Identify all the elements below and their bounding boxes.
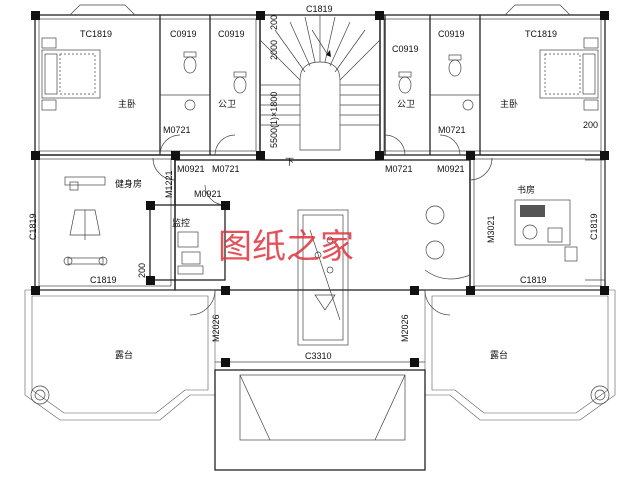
label-c3310: C3310 xyxy=(305,351,332,361)
label-stair-down: 下 xyxy=(285,157,294,167)
gym-equipment xyxy=(63,176,108,266)
door-swings xyxy=(152,134,493,316)
label-c0919-1: C0919 xyxy=(170,29,197,39)
room-monitor: 监控 xyxy=(172,217,190,229)
room-terrace-right: 露台 xyxy=(490,349,508,361)
label-m1221: M1221 xyxy=(164,170,174,198)
room-master-left: 主卧 xyxy=(118,98,136,110)
room-bath-right: 公卫 xyxy=(397,99,415,110)
study-desk xyxy=(514,199,578,262)
columns xyxy=(31,11,609,367)
room-labels: 主卧 主卧 公卫 公卫 健身房 监控 书房 露台 露台 xyxy=(115,98,535,361)
room-study: 书房 xyxy=(517,184,535,196)
label-m3021: M3021 xyxy=(486,215,496,243)
label-c0919-2: C0919 xyxy=(218,29,245,39)
label-m0921-3: M0921 xyxy=(194,189,222,199)
label-c1819-bottom-left: C1819 xyxy=(90,275,117,285)
room-bath-left: 公卫 xyxy=(218,99,236,110)
bed-right xyxy=(539,37,599,111)
label-m0721-1: M0721 xyxy=(163,125,191,135)
room-gym: 健身房 xyxy=(115,178,142,190)
label-m2026-left: M2026 xyxy=(211,314,221,342)
partitions xyxy=(149,15,481,281)
label-dim-200-top: 200 xyxy=(269,15,279,30)
label-c0919-4: C0919 xyxy=(438,29,465,39)
label-dim-200-right: 200 xyxy=(583,120,598,130)
stair-core xyxy=(259,15,381,151)
label-c1819-right-v: C1819 xyxy=(589,213,599,240)
label-m0721-2: M0721 xyxy=(212,164,240,174)
bay-windows xyxy=(69,4,606,281)
label-m0721-4: M0721 xyxy=(438,125,466,135)
label-m2026-right: M2026 xyxy=(400,314,410,342)
label-dim-1800: 5500(1)×1800 xyxy=(269,92,279,148)
billiard-table xyxy=(297,209,349,346)
room-master-right: 主卧 xyxy=(500,98,518,110)
label-m0721-3: M0721 xyxy=(385,164,413,174)
bar-stools xyxy=(424,205,471,280)
room-terrace-left: 露台 xyxy=(115,349,133,361)
label-c0919-3: C0919 xyxy=(392,44,419,54)
label-dim-2000: 2000 xyxy=(269,40,279,60)
bath-fixtures xyxy=(183,51,474,111)
dimension-labels: C1819 TC1819 TC1819 C0919 C0919 C0919 C0… xyxy=(28,4,599,361)
label-dim-200-mid: 200 xyxy=(137,263,147,278)
label-m0921-1: M0921 xyxy=(177,164,205,174)
label-m0921-2: M0921 xyxy=(437,164,465,174)
label-c1819-left-v: C1819 xyxy=(28,213,38,240)
watermark: 图纸之家 xyxy=(218,227,354,267)
label-c1819-top: C1819 xyxy=(306,4,333,14)
terraces xyxy=(24,289,616,471)
bed-left xyxy=(41,37,101,111)
label-tc1819-left: TC1819 xyxy=(80,29,112,39)
label-tc1819-right: TC1819 xyxy=(525,29,557,39)
label-c1819-bottom-right: C1819 xyxy=(520,275,547,285)
monitor-desk xyxy=(177,231,204,275)
